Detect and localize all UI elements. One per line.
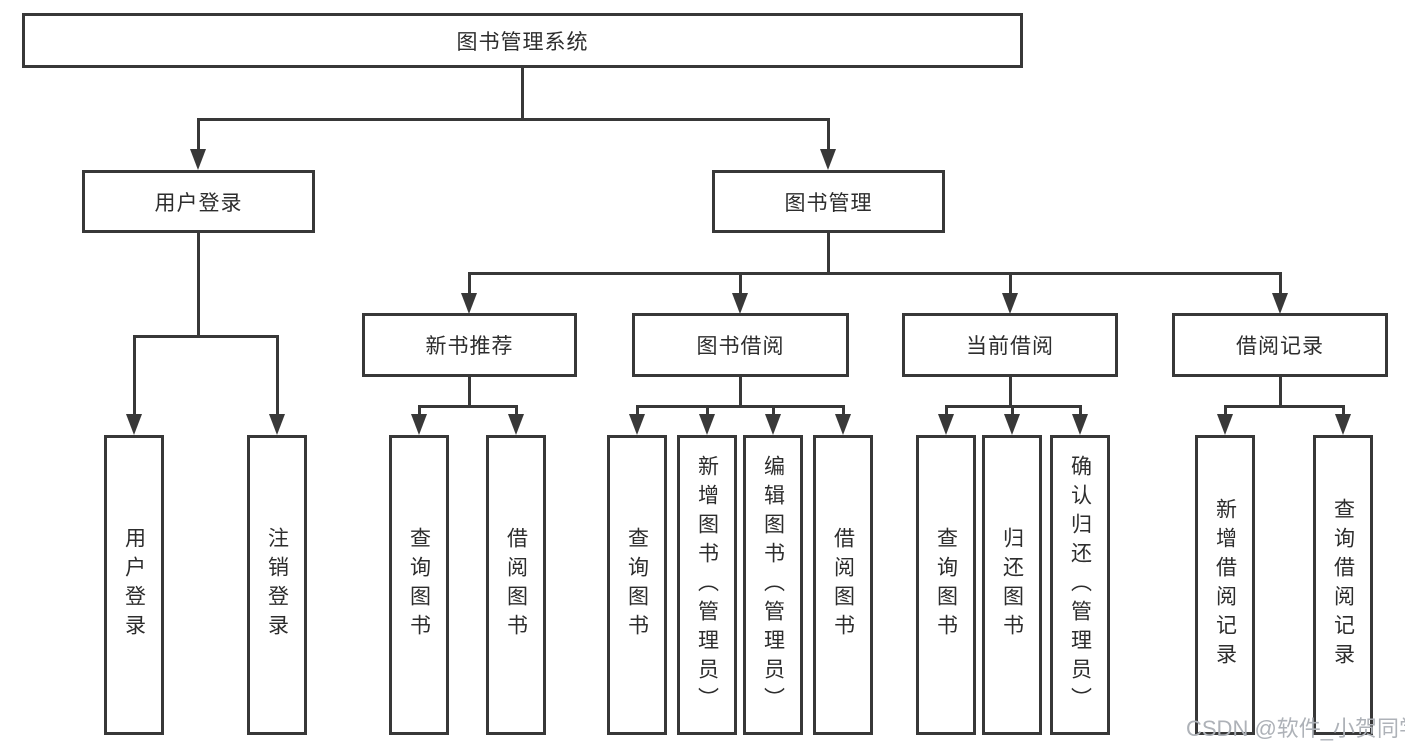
connector-new-book-branch (418, 405, 518, 408)
connector-book-borrow-drop-2 (706, 405, 709, 417)
connector-current-borrow-drop-2 (1011, 405, 1014, 417)
connector-book-borrow-branch (636, 405, 845, 408)
node-logout-label: 注销登录 (265, 527, 289, 643)
connector-current-borrow-drop-1 (945, 405, 948, 417)
node-borrow-records-label: 借阅记录 (1236, 335, 1324, 358)
node-query-books-newbook-label: 查询图书 (407, 527, 431, 643)
node-query-books-borrow: 查询图书 (607, 435, 667, 735)
connector-root-left-drop (197, 118, 200, 152)
node-add-book-admin-label: 新增图书（管理员） (695, 454, 719, 716)
node-add-book-admin: 新增图书（管理员） (677, 435, 737, 735)
node-add-borrow-record-label: 新增借阅记录 (1213, 498, 1237, 672)
node-edit-book-admin-label: 编辑图书（管理员） (761, 454, 785, 716)
node-user-login-action-label: 用户登录 (122, 527, 146, 643)
arrowhead-query-books-current (938, 414, 954, 435)
node-borrow-books-borrow: 借阅图书 (813, 435, 873, 735)
connector-new-book-stem (468, 377, 471, 408)
arrowhead-user-login-action (126, 414, 142, 435)
connector-root-right-drop (827, 118, 830, 152)
arrowhead-query-books-borrow (629, 414, 645, 435)
node-user-login-action: 用户登录 (104, 435, 164, 735)
arrowhead-query-books-newbook (411, 414, 427, 435)
node-confirm-return-admin: 确认归还（管理员） (1050, 435, 1110, 735)
connector-new-book-drop-2 (515, 405, 518, 417)
arrowhead-book-borrow (732, 293, 748, 314)
connector-book-borrow-drop-4 (842, 405, 845, 417)
connector-book-mgmt-drop-1 (468, 272, 471, 296)
node-return-books-label: 归还图书 (1000, 527, 1024, 643)
connector-book-mgmt-branch (468, 272, 1282, 275)
node-borrow-books-borrow-label: 借阅图书 (831, 527, 855, 643)
connector-current-borrow-stem (1009, 377, 1012, 408)
node-current-borrow-label: 当前借阅 (966, 335, 1054, 358)
node-query-books-borrow-label: 查询图书 (625, 527, 649, 643)
node-book-borrow-label: 图书借阅 (696, 335, 785, 358)
node-confirm-return-admin-label: 确认归还（管理员） (1068, 454, 1092, 716)
arrowhead-user-login (190, 149, 206, 170)
connector-root-branch (197, 118, 830, 121)
csdn-watermark: CSDN @软件_小贺同学 (1186, 716, 1405, 741)
arrowhead-current-borrow (1002, 293, 1018, 314)
node-book-management: 图书管理 (712, 170, 945, 233)
node-user-login: 用户登录 (82, 170, 315, 233)
connector-book-mgmt-drop-3 (1009, 272, 1012, 296)
node-query-borrow-record-label: 查询借阅记录 (1331, 498, 1355, 672)
node-new-book-recommend-label: 新书推荐 (425, 335, 514, 358)
node-logout: 注销登录 (247, 435, 307, 735)
arrowhead-new-book-recommend (461, 293, 477, 314)
arrowhead-edit-book-admin (765, 414, 781, 435)
node-add-borrow-record: 新增借阅记录 (1195, 435, 1255, 735)
arrowhead-borrow-records (1272, 293, 1288, 314)
node-user-login-label: 用户登录 (154, 191, 243, 215)
arrowhead-query-borrow-record (1335, 414, 1351, 435)
connector-book-mgmt-stem (827, 233, 830, 275)
arrowhead-book-management (820, 149, 836, 170)
node-borrow-books-newbook-label: 借阅图书 (504, 527, 528, 643)
node-new-book-recommend: 新书推荐 (362, 313, 577, 377)
node-book-management-label: 图书管理 (784, 191, 873, 215)
node-current-borrow: 当前借阅 (902, 313, 1118, 377)
node-query-borrow-record: 查询借阅记录 (1313, 435, 1373, 735)
connector-book-borrow-drop-3 (772, 405, 775, 417)
node-book-borrow: 图书借阅 (632, 313, 849, 377)
arrowhead-logout (269, 414, 285, 435)
connector-book-borrow-drop-1 (636, 405, 639, 417)
connector-new-book-drop-1 (418, 405, 421, 417)
arrowhead-return-books (1004, 414, 1020, 435)
connector-borrow-records-drop-2 (1342, 405, 1345, 417)
connector-user-login-stem (197, 233, 200, 338)
connector-borrow-records-drop-1 (1224, 405, 1227, 417)
arrowhead-add-book-admin (699, 414, 715, 435)
connector-user-login-drop-1 (133, 335, 136, 415)
connector-borrow-records-stem (1279, 377, 1282, 408)
arrowhead-confirm-return-admin (1072, 414, 1088, 435)
node-return-books: 归还图书 (982, 435, 1042, 735)
node-query-books-current: 查询图书 (916, 435, 976, 735)
node-borrow-books-newbook: 借阅图书 (486, 435, 546, 735)
connector-book-mgmt-drop-2 (739, 272, 742, 296)
connector-root-stem (521, 68, 524, 118)
connector-book-borrow-stem (739, 377, 742, 408)
connector-user-login-branch (133, 335, 279, 338)
node-root-label: 图书管理系统 (456, 30, 589, 54)
node-query-books-current-label: 查询图书 (934, 527, 958, 643)
arrowhead-borrow-books-newbook (508, 414, 524, 435)
connector-current-borrow-drop-3 (1079, 405, 1082, 417)
connector-user-login-drop-2 (276, 335, 279, 415)
connector-book-mgmt-drop-4 (1279, 272, 1282, 296)
connector-borrow-records-branch (1224, 405, 1345, 408)
node-edit-book-admin: 编辑图书（管理员） (743, 435, 803, 735)
node-root: 图书管理系统 (22, 13, 1023, 68)
node-borrow-records: 借阅记录 (1172, 313, 1388, 377)
arrowhead-add-borrow-record (1217, 414, 1233, 435)
arrowhead-borrow-books-borrow (835, 414, 851, 435)
node-query-books-newbook: 查询图书 (389, 435, 449, 735)
